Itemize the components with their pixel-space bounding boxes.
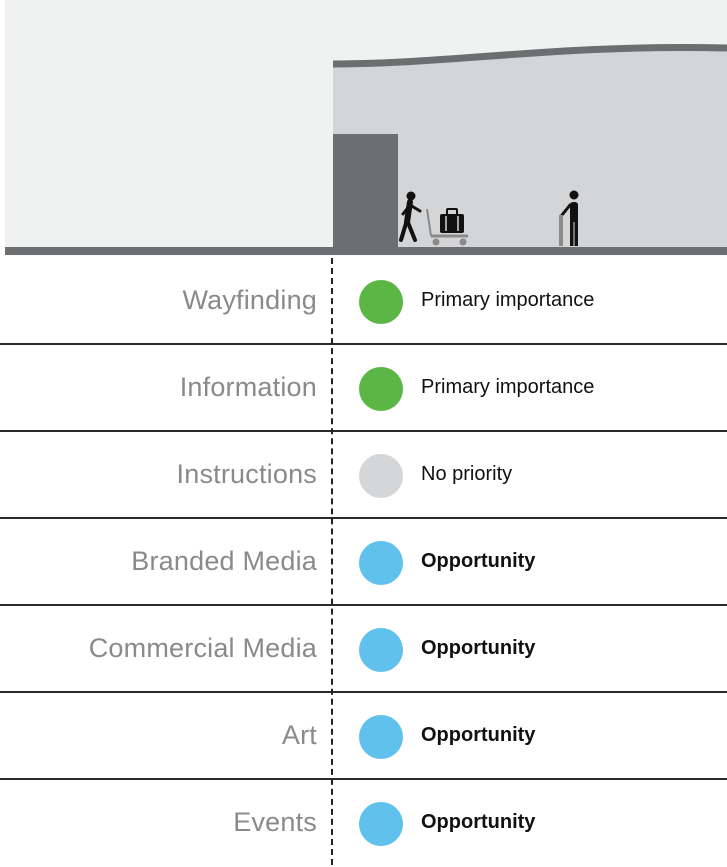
priority-indicator-dot bbox=[359, 367, 403, 411]
priority-indicator-dot bbox=[359, 541, 403, 585]
terminal-building bbox=[333, 45, 727, 251]
priority-row-commercial-media: Commercial Media Opportunity bbox=[0, 606, 727, 693]
priority-row-branded-media: Branded Media Opportunity bbox=[0, 519, 727, 606]
priority-status-label: Primary importance bbox=[421, 289, 595, 311]
column-divider bbox=[331, 258, 333, 865]
priority-indicator-dot bbox=[359, 628, 403, 672]
luggage-cart-icon bbox=[426, 208, 468, 246]
priority-status-label: No priority bbox=[421, 463, 513, 485]
priority-status-label: Opportunity bbox=[421, 637, 536, 659]
category-label: Wayfinding bbox=[182, 285, 317, 315]
priority-indicator-dot bbox=[359, 280, 403, 324]
priority-indicator-dot bbox=[359, 715, 403, 759]
category-label: Instructions bbox=[176, 459, 317, 489]
category-label: Art bbox=[281, 720, 317, 750]
priority-row-instructions: Instructions No priority bbox=[0, 432, 727, 519]
ground-line bbox=[5, 247, 727, 255]
category-label: Branded Media bbox=[131, 546, 317, 576]
priority-status-label: Opportunity bbox=[421, 724, 536, 746]
priority-row-wayfinding: Wayfinding Primary importance bbox=[0, 258, 727, 345]
priority-row-events: Events Opportunity bbox=[0, 780, 727, 867]
category-label: Commercial Media bbox=[88, 633, 317, 663]
entrance-wall bbox=[333, 134, 398, 250]
category-label: Events bbox=[233, 807, 317, 837]
priority-row-art: Art Opportunity bbox=[0, 693, 727, 780]
priority-status-label: Opportunity bbox=[421, 811, 536, 833]
walking-person-icon bbox=[399, 191, 422, 242]
priority-status-label: Opportunity bbox=[421, 550, 536, 572]
priority-indicator-dot bbox=[359, 802, 403, 846]
priority-row-information: Information Primary importance bbox=[0, 345, 727, 432]
terminal-section-illustration bbox=[0, 0, 727, 258]
terminal-roof-line bbox=[332, 43, 727, 68]
standing-person-icon bbox=[559, 190, 579, 246]
priority-indicator-dot bbox=[359, 454, 403, 498]
priority-status-label: Primary importance bbox=[421, 376, 595, 398]
category-label: Information bbox=[179, 372, 317, 402]
